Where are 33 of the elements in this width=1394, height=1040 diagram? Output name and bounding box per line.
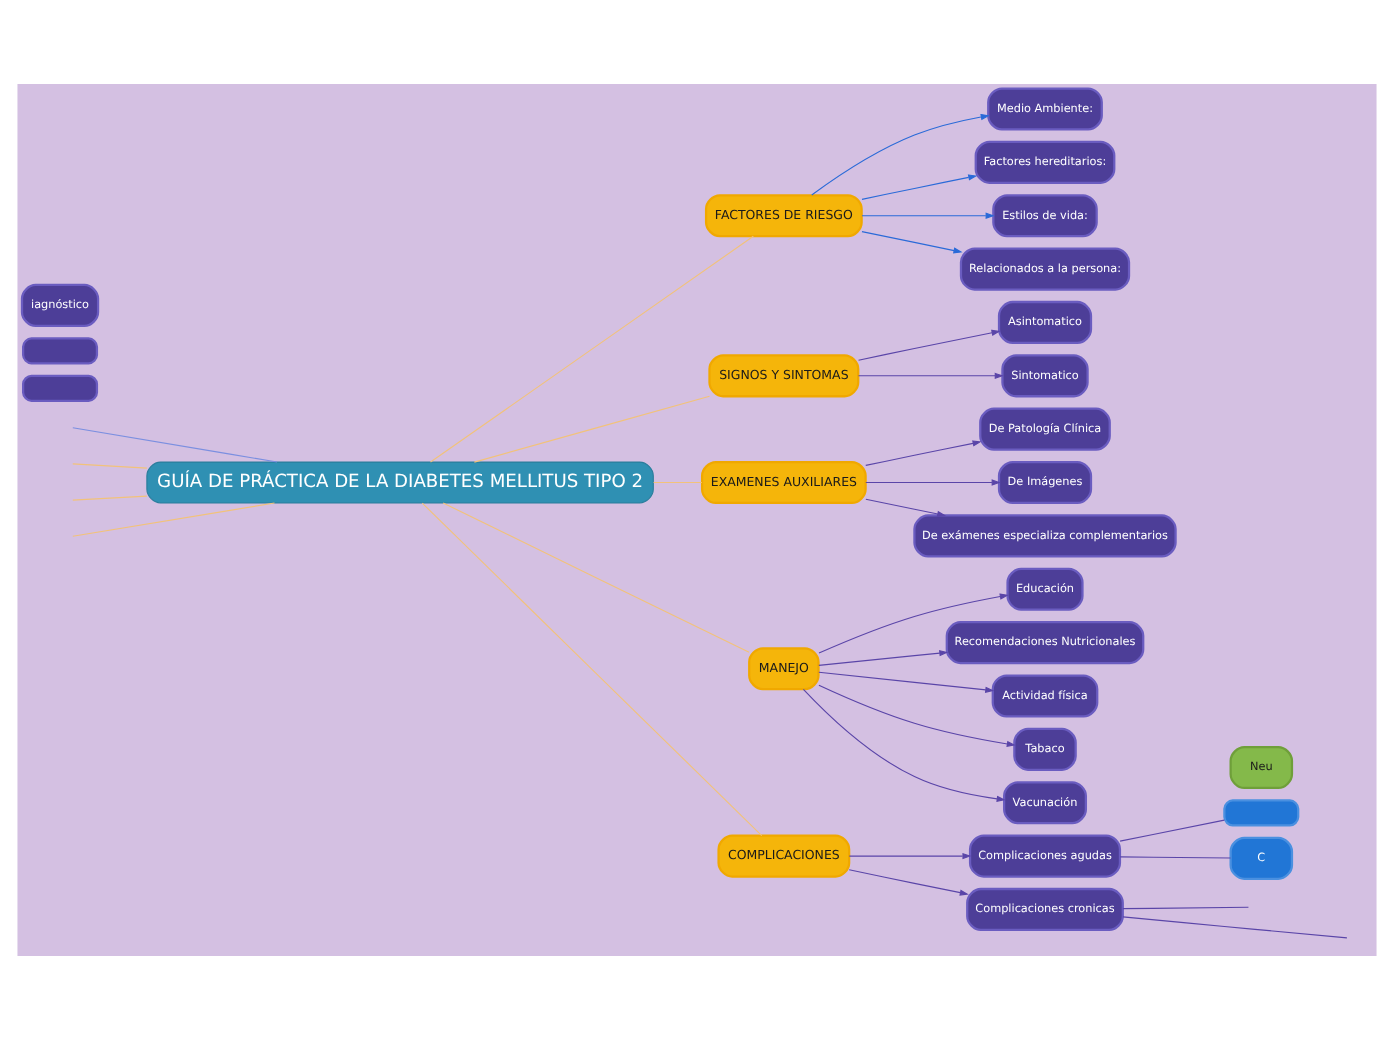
arrow — [818, 593, 1009, 654]
arrow — [861, 212, 995, 219]
connector — [72, 502, 276, 537]
node-box: GUÍA DE PRÁCTICA DE LA DIABETES MELLITUS TIPO 2 — [146, 461, 654, 504]
arrow — [802, 688, 1006, 803]
arrow — [865, 479, 1001, 486]
arrow — [865, 440, 982, 466]
connector — [72, 463, 148, 469]
arrow — [818, 671, 995, 693]
arrow — [848, 869, 969, 896]
connector — [442, 502, 750, 653]
arrow — [865, 498, 947, 518]
node-box — [1223, 799, 1300, 827]
connector — [429, 235, 754, 463]
connector — [1122, 906, 1249, 910]
connector — [473, 395, 711, 463]
node-box — [22, 374, 99, 402]
arrow — [857, 372, 1004, 379]
arrow — [861, 174, 978, 200]
connector — [421, 502, 763, 837]
connector — [1119, 819, 1225, 842]
connector — [72, 427, 278, 463]
arrow — [818, 684, 1016, 748]
connector — [653, 481, 703, 484]
arrow — [858, 329, 1001, 361]
arrow — [811, 113, 990, 196]
arrow — [848, 852, 972, 860]
connector — [1122, 916, 1348, 939]
connector — [1119, 856, 1232, 859]
arrow — [861, 231, 963, 254]
arrow — [818, 650, 949, 666]
connector — [72, 495, 148, 501]
node-box — [22, 337, 99, 365]
